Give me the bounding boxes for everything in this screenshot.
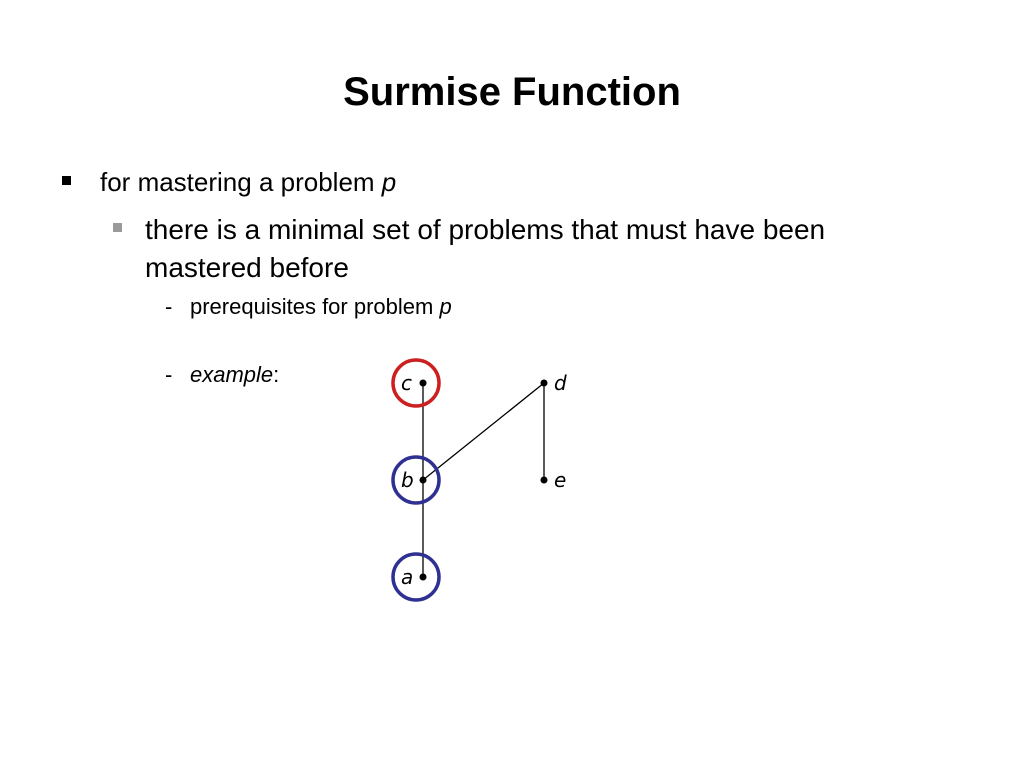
node-d-label: d <box>554 371 567 395</box>
slide-title: Surmise Function <box>343 70 681 114</box>
square-bullet-icon <box>113 223 122 232</box>
node-b-label: b <box>401 468 414 492</box>
dash-bullet: - <box>165 294 173 319</box>
node-e-dot <box>540 476 548 484</box>
bullet-level3-text: example: <box>190 362 280 387</box>
bullet-level1-text: for mastering a problem p <box>100 167 397 197</box>
node-d-dot <box>540 379 548 387</box>
edge-b-d <box>422 382 545 481</box>
circle-a <box>391 552 441 602</box>
italic-p: p <box>439 294 452 319</box>
italic-p: p <box>381 167 397 197</box>
bullet-level2-text: there is a minimal set of problems that … <box>145 214 826 283</box>
node-e-label: e <box>554 468 566 492</box>
bullet-level3-text: prerequisites for problem p <box>190 294 452 319</box>
node-c-dot <box>419 379 427 387</box>
node-a-dot <box>419 573 427 581</box>
node-b-dot <box>419 476 427 484</box>
circle-b <box>391 455 441 505</box>
node-a-label: a <box>401 565 413 589</box>
dash-bullet: - <box>165 362 173 387</box>
circle-c <box>391 358 441 408</box>
square-bullet-icon <box>62 176 71 185</box>
node-c-label: c <box>401 371 412 395</box>
italic-example: example <box>190 362 274 387</box>
